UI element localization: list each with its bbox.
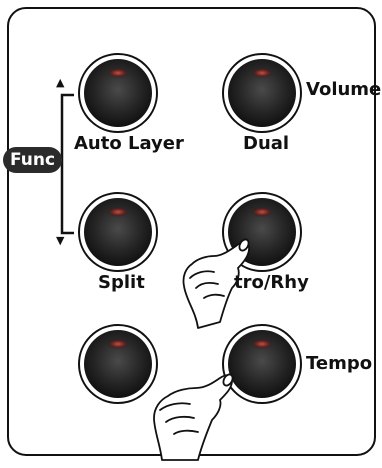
dual-button[interactable] [222, 53, 302, 133]
bottom-left-button[interactable] [78, 324, 158, 404]
func-bracket [60, 93, 74, 235]
auto-layer-label: Auto Layer [74, 133, 184, 154]
split-label: Split [98, 272, 145, 293]
down-arrow-icon: ▼ [56, 234, 65, 247]
pointing-hand-icon-2 [153, 373, 234, 461]
up-arrow-icon: ▲ [56, 76, 65, 89]
func-label: Func [3, 147, 62, 173]
tempo-button[interactable] [222, 324, 302, 404]
intro-rhy-label: tro/Rhy [234, 272, 309, 293]
tempo-label: Tempo [306, 353, 373, 374]
dual-label: Dual [243, 133, 290, 154]
volume-label: Volume [306, 79, 382, 100]
pointing-hand-icon [182, 238, 250, 329]
auto-layer-button[interactable] [78, 53, 158, 133]
split-button[interactable] [78, 192, 158, 272]
